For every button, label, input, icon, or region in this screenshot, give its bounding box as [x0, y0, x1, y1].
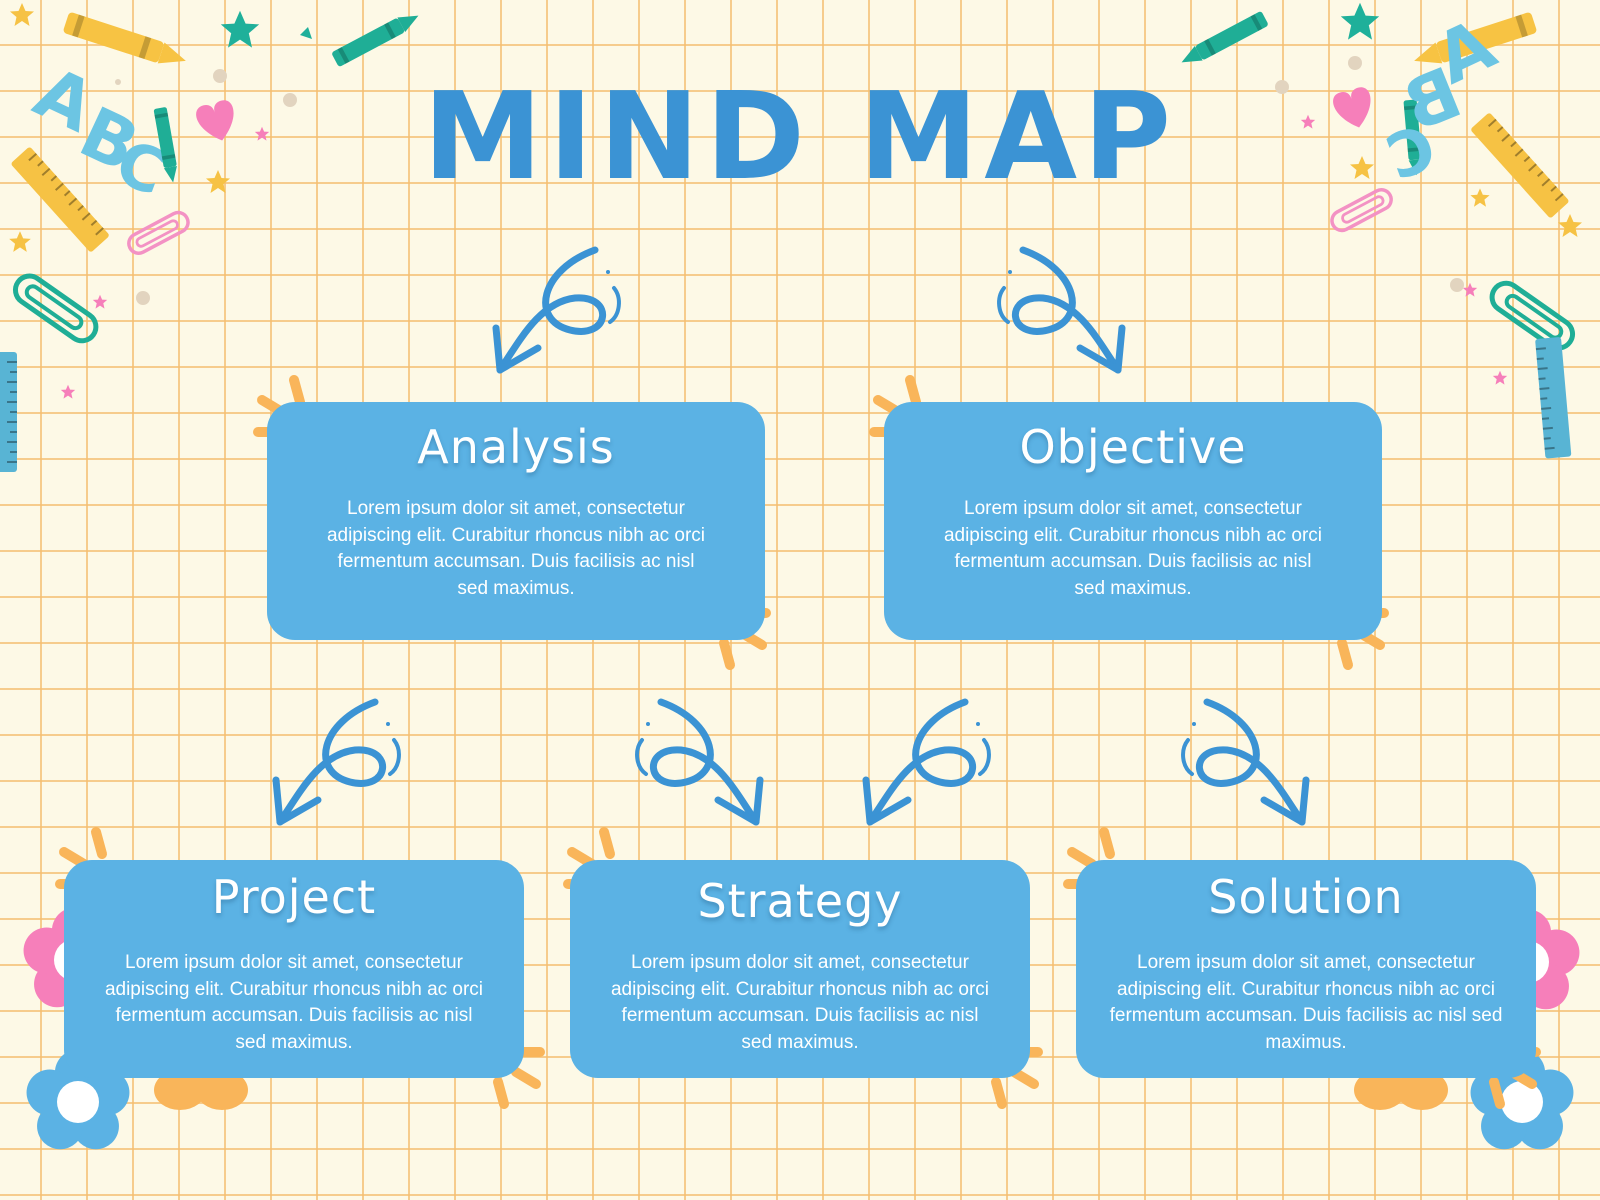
node-title: Objective: [1019, 420, 1247, 474]
curly-arrow-icon: [496, 250, 619, 370]
confetti-icon: [300, 27, 312, 39]
node-project: Project Lorem ipsum dolor sit amet, cons…: [64, 860, 524, 1078]
curly-arrow-icon: [276, 702, 399, 822]
curly-arrow-icon: [866, 702, 989, 822]
node-body: Lorem ipsum dolor sit amet, consectetur …: [943, 498, 1323, 599]
node-body: Lorem ipsum dolor sit amet, consectetur …: [104, 952, 484, 1053]
node-solution: Solution Lorem ipsum dolor sit amet, con…: [1076, 860, 1536, 1078]
node-body: Lorem ipsum dolor sit amet, consectetur …: [610, 952, 990, 1053]
node-body: Lorem ipsum dolor sit amet, consectetur …: [326, 498, 706, 599]
curly-arrow-icon: [999, 250, 1122, 370]
node-title: Project: [211, 870, 377, 924]
node-title: Analysis: [417, 420, 615, 474]
node-title: Strategy: [697, 874, 903, 928]
curly-arrow-icon: [1183, 702, 1306, 822]
node-objective: Objective Lorem ipsum dolor sit amet, co…: [884, 402, 1382, 640]
node-analysis: Analysis Lorem ipsum dolor sit amet, con…: [267, 402, 765, 640]
node-body: Lorem ipsum dolor sit amet, consectetur …: [1109, 952, 1503, 1053]
node-title: Solution: [1208, 870, 1404, 924]
curly-arrow-icon: [637, 702, 760, 822]
node-strategy: Strategy Lorem ipsum dolor sit amet, con…: [570, 860, 1030, 1078]
page-title: MIND MAP: [422, 68, 1178, 207]
